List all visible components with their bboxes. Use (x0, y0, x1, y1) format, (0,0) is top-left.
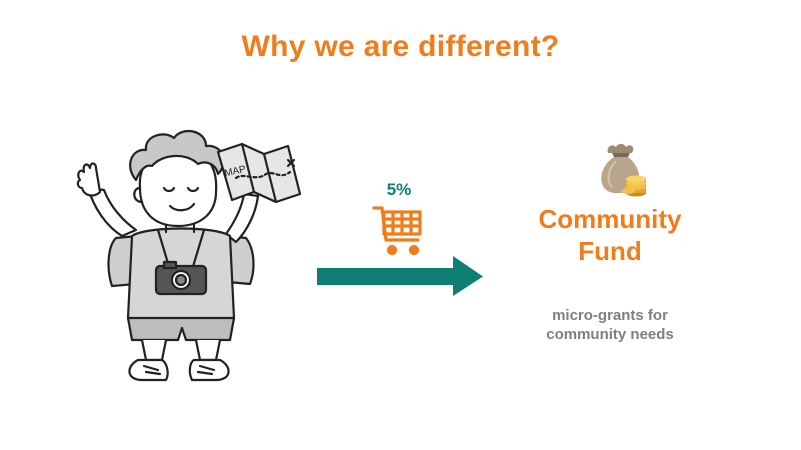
fund-title: Community Fund (500, 203, 720, 267)
fund-title-line2: Fund (578, 236, 642, 266)
map-label: MAP (223, 164, 247, 179)
shopping-cart-icon (372, 206, 422, 256)
money-bag-icon (601, 144, 646, 197)
fund-subtitle-line1: micro-grants for (552, 307, 668, 324)
cart-group: 5% (364, 180, 434, 263)
fund-subtitle: micro-grants for community needs (505, 306, 715, 344)
fund-subtitle-line2: community needs (546, 326, 674, 343)
traveler-illustration: MAP (76, 129, 302, 382)
gold-coins-icon (621, 175, 646, 197)
right-arrow-icon (317, 256, 483, 296)
percentage-label: 5% (386, 180, 412, 199)
fund-title-line1: Community (538, 204, 682, 234)
slide-title: Why we are different? (241, 30, 560, 63)
